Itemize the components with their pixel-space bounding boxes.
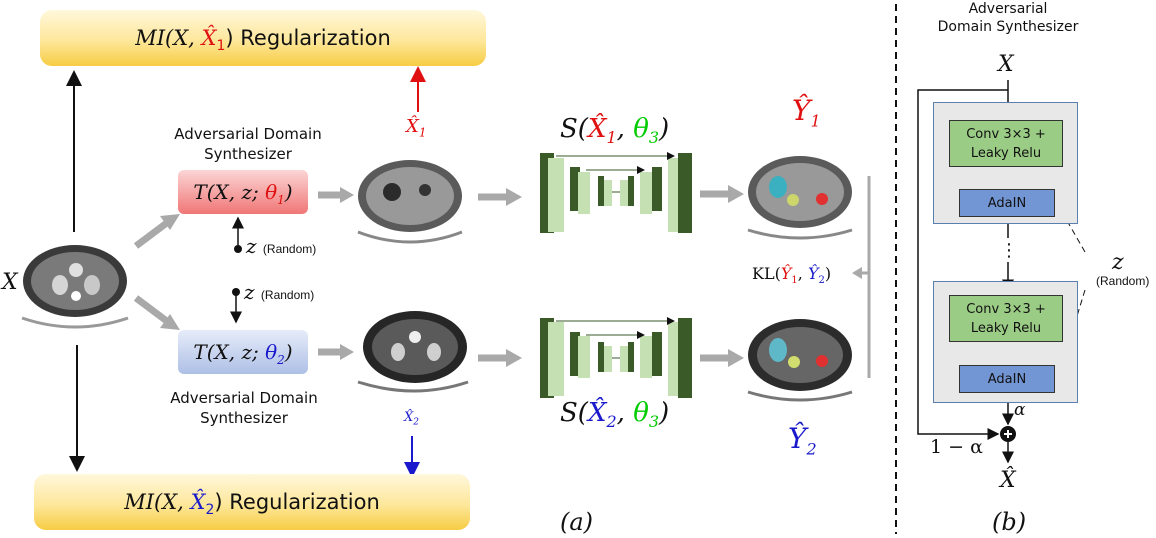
panel-b-random: (Random) xyxy=(1096,274,1150,288)
adain-block-2: AdaIN xyxy=(959,365,1055,393)
synthesizer-t2: T(X, z; θ2) xyxy=(178,330,308,374)
ads-label-top: Adversarial Domain Synthesizer xyxy=(174,125,322,163)
alpha-label: α xyxy=(1014,400,1026,420)
ads-label-bottom: Adversarial Domain Synthesizer xyxy=(170,389,318,427)
kl-divergence-label: KL(Ŷ1, Ŷ2) xyxy=(752,264,832,287)
z-random-top: z (Random) xyxy=(246,234,317,258)
y2-label: Ŷ2 xyxy=(788,422,817,459)
unet-bottom xyxy=(540,317,692,398)
conv-block-1: Conv 3×3 +Leaky Relu xyxy=(949,120,1063,167)
one-minus-alpha-label: 1 − α xyxy=(930,436,983,458)
panel-b-input-x: X xyxy=(998,52,1014,77)
segmentation-output-2 xyxy=(747,319,853,402)
panel-b-z: z xyxy=(1112,250,1124,275)
mi-regularization-bottom: MI(X, X̂2) Regularization xyxy=(34,474,470,530)
ct-scan-synth-1 xyxy=(357,160,463,244)
input-x-label: X xyxy=(2,270,18,295)
segmentation-output-1 xyxy=(747,156,853,240)
adain-block-1: AdaIN xyxy=(959,189,1055,217)
segmenter-s1-label: S(X̂1, θ3) xyxy=(560,114,670,148)
ct-scan-synth-2 xyxy=(357,311,469,393)
ct-scan-input xyxy=(21,245,129,329)
segmenter-s2-label: S(X̂2, θ3) xyxy=(560,398,670,432)
ellipsis-dots: ⋮ xyxy=(1000,240,1018,261)
conv-block-2: Conv 3×3 +Leaky Relu xyxy=(949,295,1063,342)
caption-b: (b) xyxy=(992,508,1027,536)
panel-b-output-xhat: X̂ xyxy=(1000,468,1016,493)
caption-a: (a) xyxy=(560,508,594,536)
unet-top xyxy=(540,152,692,233)
synthesizer-t1: T(X, z; θ1) xyxy=(178,170,308,214)
xhat1-label: X̂1 xyxy=(406,116,427,140)
xhat2-label: X̂2 xyxy=(404,410,419,428)
z-random-bottom: z (Random) xyxy=(244,280,315,304)
y1-label: Ŷ1 xyxy=(792,94,821,131)
mi-regularization-top: MI(X, X̂1) Regularization xyxy=(40,10,486,66)
